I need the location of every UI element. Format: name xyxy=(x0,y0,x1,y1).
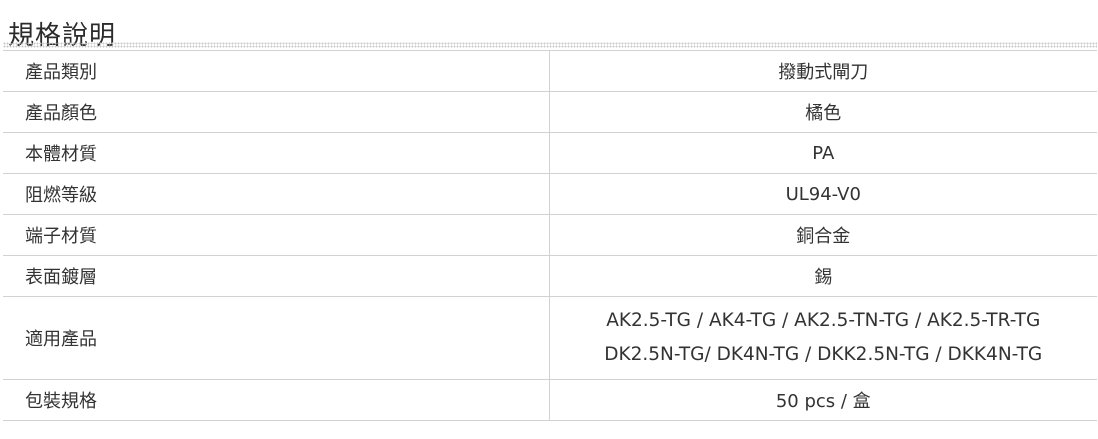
spec-row-applicable-products: 適用產品 AK2.5-TG / AK4-TG / AK2.5-TN-TG / A… xyxy=(3,296,1097,380)
spec-value: AK2.5-TG / AK4-TG / AK2.5-TN-TG / AK2.5-… xyxy=(549,296,1097,380)
spec-value: UL94-V0 xyxy=(549,173,1097,215)
spec-label: 產品顏色 xyxy=(3,91,550,133)
spec-value: 橘色 xyxy=(549,91,1097,133)
spec-label: 適用產品 xyxy=(3,296,550,380)
spec-label: 產品類別 xyxy=(3,50,550,92)
spec-value: 50 pcs / 盒 xyxy=(549,379,1097,421)
spec-row-packaging: 包裝規格 50 pcs / 盒 xyxy=(3,379,1097,421)
dotted-divider xyxy=(3,42,1097,48)
page-title: 規格說明 xyxy=(8,21,117,52)
spec-label: 包裝規格 xyxy=(3,379,550,421)
spec-row-flame-rating: 阻燃等級 UL94-V0 xyxy=(3,173,1097,215)
applicable-products-line-2: DK2.5N-TG/ DK4N-TG / DKK2.5N-TG / DKK4N-… xyxy=(604,344,1043,365)
spec-value: 撥動式閘刀 xyxy=(549,50,1097,92)
spec-row-category: 產品類別 撥動式閘刀 xyxy=(3,50,1097,92)
spec-value: 銅合金 xyxy=(549,214,1097,256)
applicable-products-line-1: AK2.5-TG / AK4-TG / AK2.5-TN-TG / AK2.5-… xyxy=(606,310,1041,331)
spec-label: 本體材質 xyxy=(3,132,550,174)
spec-row-color: 產品顏色 橘色 xyxy=(3,91,1097,133)
spec-table: 產品類別 撥動式閘刀 產品顏色 橘色 本體材質 PA 阻燃等級 UL94-V0 … xyxy=(3,50,1097,421)
spec-value: 錫 xyxy=(549,255,1097,297)
spec-row-terminal-material: 端子材質 銅合金 xyxy=(3,214,1097,256)
spec-value: PA xyxy=(549,132,1097,174)
spec-label: 阻燃等級 xyxy=(3,173,550,215)
spec-row-body-material: 本體材質 PA xyxy=(3,132,1097,174)
spec-label: 端子材質 xyxy=(3,214,550,256)
spec-row-plating: 表面鍍層 錫 xyxy=(3,255,1097,297)
spec-label: 表面鍍層 xyxy=(3,255,550,297)
